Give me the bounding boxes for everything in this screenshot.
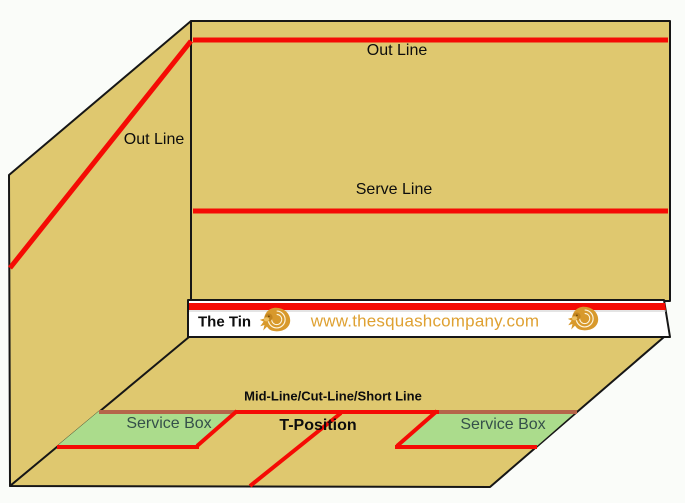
t-position-label: T-Position bbox=[279, 417, 357, 434]
front-out-line-label: Out Line bbox=[366, 42, 428, 59]
side-out-line bbox=[8, 39, 193, 270]
serve-line-label: Serve Line bbox=[355, 181, 433, 198]
half-court-line bbox=[248, 411, 343, 488]
tin-red-band bbox=[189, 303, 666, 310]
lion-logo-icon bbox=[567, 306, 599, 331]
lion-logo-icon bbox=[259, 307, 291, 332]
service-box-right-area bbox=[397, 411, 577, 446]
service-box-left-inner-edge bbox=[195, 409, 239, 448]
service-box-right-label: Service Box bbox=[460, 416, 546, 433]
front-wall bbox=[190, 20, 671, 302]
tin-label: The Tin bbox=[198, 313, 252, 331]
side-out-line-label: Out Line bbox=[123, 131, 185, 148]
service-box-left-area bbox=[57, 411, 237, 446]
service-box-left-label: Service Box bbox=[126, 415, 212, 432]
short-line-label: Mid-Line/Cut-Line/Short Line bbox=[244, 388, 422, 404]
website-link[interactable]: www.thesquashcompany.com bbox=[310, 311, 540, 331]
service-box-right-inner-edge bbox=[395, 409, 439, 448]
